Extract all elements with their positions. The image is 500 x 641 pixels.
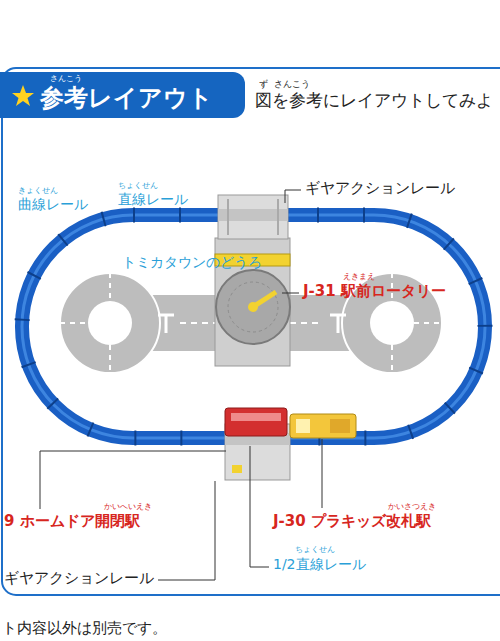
star-icon — [11, 84, 35, 108]
furigana: きょくせん — [18, 186, 58, 195]
furigana: かいへいえき — [104, 502, 152, 511]
callout-label: 直線レール — [118, 191, 188, 207]
callout-label: J-30 プラキッズ改札駅 — [273, 513, 431, 530]
town-road-left — [60, 273, 223, 373]
callout-label: 図を参考にレイアウトしてみよ — [255, 91, 493, 111]
platkids-gate-station — [290, 414, 356, 438]
rail-track — [22, 215, 485, 438]
banner-title: 参考レイアウト — [40, 82, 213, 114]
furigana: ちょくせん — [118, 181, 158, 190]
callout-label: 曲線レール — [18, 196, 88, 212]
furigana: えきまえ — [343, 272, 375, 281]
callout-label: J-31 駅前ロータリー — [303, 283, 446, 300]
callout-label: トミカタウンのどうろ — [122, 254, 262, 270]
home-door-station — [225, 408, 287, 436]
gear-action-rail-top — [218, 195, 288, 239]
callout-label: 9 ホームドア開閉駅 — [4, 513, 140, 530]
furigana: ちょくせん — [295, 545, 335, 554]
callout-label: ギヤアクションレール — [4, 570, 154, 587]
furigana: ず — [259, 79, 268, 89]
furigana: かいさつえき — [388, 502, 436, 511]
furigana: さんこう — [50, 74, 82, 83]
callout-label: ギヤアクションレール — [305, 180, 455, 197]
panel-frame — [2, 68, 500, 595]
callout-label: ト内容以外は別売です。 — [2, 620, 167, 637]
callout-label: 1/2直線レール — [273, 556, 366, 572]
title-banner: 参考レイアウト — [0, 72, 245, 118]
furigana: さんこう — [274, 79, 310, 89]
